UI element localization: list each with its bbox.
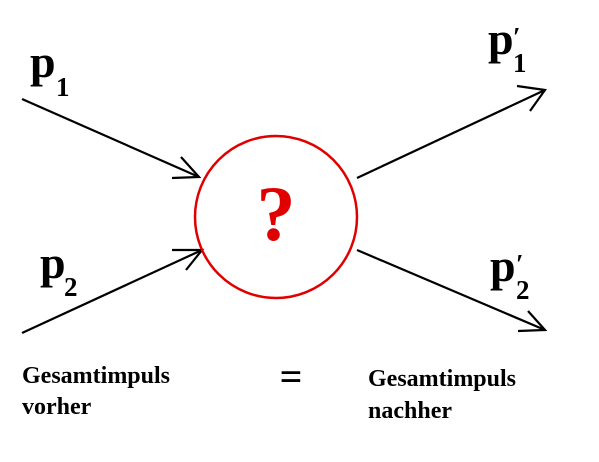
svg-text:1: 1 [56, 72, 70, 102]
caption-left-line2: vorher [22, 394, 92, 420]
svg-text:2: 2 [516, 275, 530, 305]
outgoing-arrow-p2-prime [356, 248, 548, 333]
svg-text:p: p [30, 36, 56, 87]
svg-text:′: ′ [516, 249, 524, 279]
label-p2-prime: p ′ 2 [490, 240, 530, 305]
incoming-arrow-p1 [21, 97, 202, 180]
outgoing-arrow-p1-prime [356, 84, 547, 179]
label-p1: p 1 [30, 36, 70, 102]
label-p2: p 2 [40, 237, 78, 302]
svg-text:p: p [488, 13, 514, 64]
svg-text:p: p [490, 240, 516, 291]
svg-text:1: 1 [513, 48, 527, 78]
label-p1-prime: p ′ 1 [488, 13, 527, 78]
svg-text:p: p [40, 237, 66, 288]
caption-left-line1: Gesamtimpuls [22, 363, 170, 389]
svg-text:2: 2 [64, 272, 78, 302]
question-mark: ? [257, 170, 296, 257]
svg-text:′: ′ [513, 22, 521, 52]
caption-equals: = [280, 354, 303, 399]
caption-right-line1: Gesamtimpuls [368, 366, 516, 392]
caption-right-line2: nachher [368, 398, 452, 424]
interaction-circle [193, 134, 359, 300]
